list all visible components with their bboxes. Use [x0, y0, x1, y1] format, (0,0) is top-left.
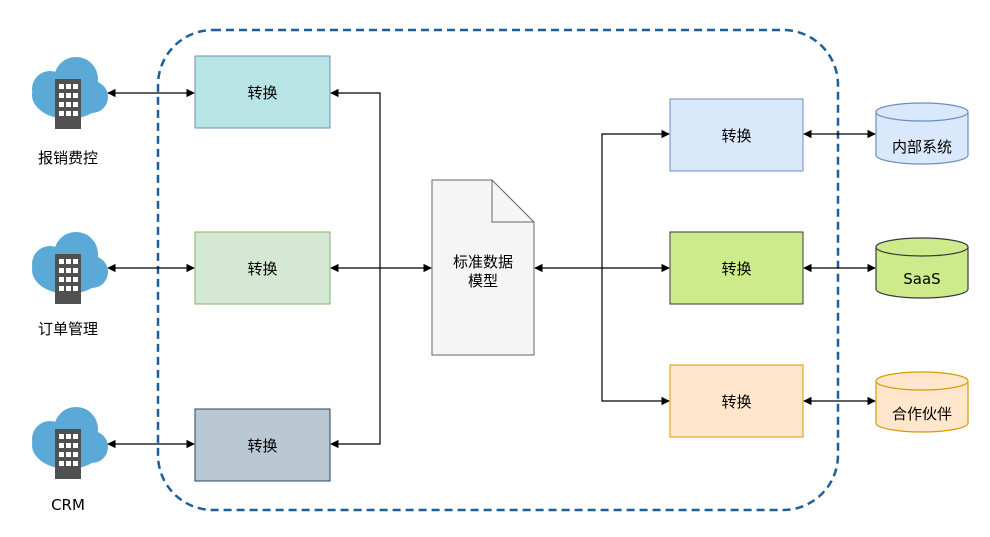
cloud-building-icon — [32, 57, 108, 129]
target-label: SaaS — [903, 270, 941, 288]
converter-box-right-2[interactable] — [669, 231, 804, 305]
standard-data-model-doc[interactable] — [431, 179, 535, 356]
source-label: CRM — [51, 496, 85, 514]
connector — [330, 268, 381, 449]
target-cylinder-2[interactable] — [875, 237, 969, 299]
converter-box-left-2[interactable] — [194, 231, 331, 305]
cloud-building-icon — [32, 232, 108, 304]
data-model-label-line2: 模型 — [467, 272, 498, 290]
connector — [601, 268, 670, 406]
target-cylinder-1[interactable] — [875, 102, 969, 165]
converter-label: 转换 — [721, 259, 752, 278]
converter-label: 转换 — [721, 126, 752, 145]
target-label: 内部系统 — [891, 138, 952, 156]
target-cylinder-3[interactable] — [875, 371, 969, 433]
connector — [330, 88, 381, 268]
converter-label: 转换 — [247, 83, 278, 102]
converter-label: 转换 — [247, 259, 278, 278]
converter-label: 转换 — [721, 392, 752, 411]
doc-fold — [491, 180, 534, 223]
converter-box-right-1[interactable] — [669, 98, 804, 172]
source-label: 订单管理 — [37, 320, 98, 338]
data-model-label-line1: 标准数据 — [452, 253, 513, 271]
cloud-building-icon — [32, 407, 108, 479]
source-label: 报销费控 — [37, 149, 98, 167]
converter-box-right-3[interactable] — [669, 364, 804, 438]
converter-label: 转换 — [247, 436, 278, 455]
converter-box-left-1[interactable] — [194, 55, 331, 129]
converter-box-left-3[interactable] — [194, 408, 331, 482]
connector — [601, 129, 670, 268]
target-label: 合作伙伴 — [891, 405, 952, 423]
